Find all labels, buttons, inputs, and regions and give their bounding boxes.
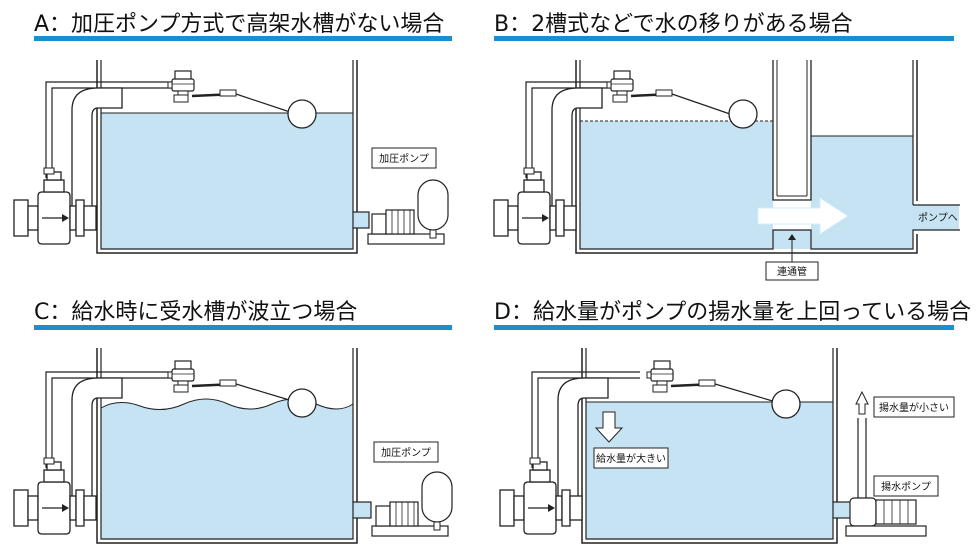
flow-arrow-icon [757, 197, 849, 235]
channel-label: 連通管 [777, 265, 807, 278]
pump-arrow-label: ポンプへ [918, 212, 958, 224]
panel-b-rule [494, 36, 954, 41]
pump-label-d: 揚水ポンプ [881, 480, 931, 493]
pump-label-box-c [373, 441, 439, 463]
panel-d-rule [494, 325, 954, 330]
panel-c-diagram: 加圧ポンプ [13, 348, 453, 544]
up-arrow-icon [855, 390, 869, 415]
water-d [586, 402, 833, 539]
pump-out-label: 揚水量が小さい [879, 401, 949, 414]
pump-label-a: 加圧ポンプ [379, 153, 429, 165]
channel-label-box [765, 261, 819, 281]
water-b-left [580, 121, 773, 249]
pump-label-c: 加圧ポンプ [381, 447, 431, 459]
panel-a-title: A：加圧ポンプ方式で高架水槽がない場合 [34, 12, 445, 37]
pump-label-box-d [873, 475, 939, 497]
panel-a-diagram: 加圧ポンプ [13, 60, 449, 254]
water-c-waves [100, 398, 354, 540]
tank-a [96, 60, 358, 254]
panel-b-title: B：2槽式などで水の移りがある場合 [494, 12, 853, 37]
pump-out-label-box [873, 396, 955, 418]
panel-c-title: C：給水時に受水槽が波立つ場合 [34, 300, 358, 325]
water-b-right [811, 136, 913, 249]
pump-label-box-a [371, 147, 437, 169]
panel-d-diagram: 給水量が大きい 揚水量が小さい 揚水ポンプ [499, 348, 955, 544]
tank-b [575, 60, 918, 254]
supply-label-box [593, 447, 669, 469]
tank-d [581, 348, 838, 544]
tank-c [96, 348, 358, 544]
panel-a-rule [34, 36, 452, 41]
panel-d-title: D：給水量がポンプの揚水量を上回っている場合 [494, 300, 972, 325]
water-a [101, 113, 353, 249]
down-arrow-icon [594, 411, 624, 443]
lift-pump [845, 497, 927, 537]
supply-label: 給水量が大きい [596, 452, 666, 465]
panel-c-rule [34, 325, 452, 330]
panel-b-diagram: 連通管 ポンプへ [493, 60, 960, 281]
